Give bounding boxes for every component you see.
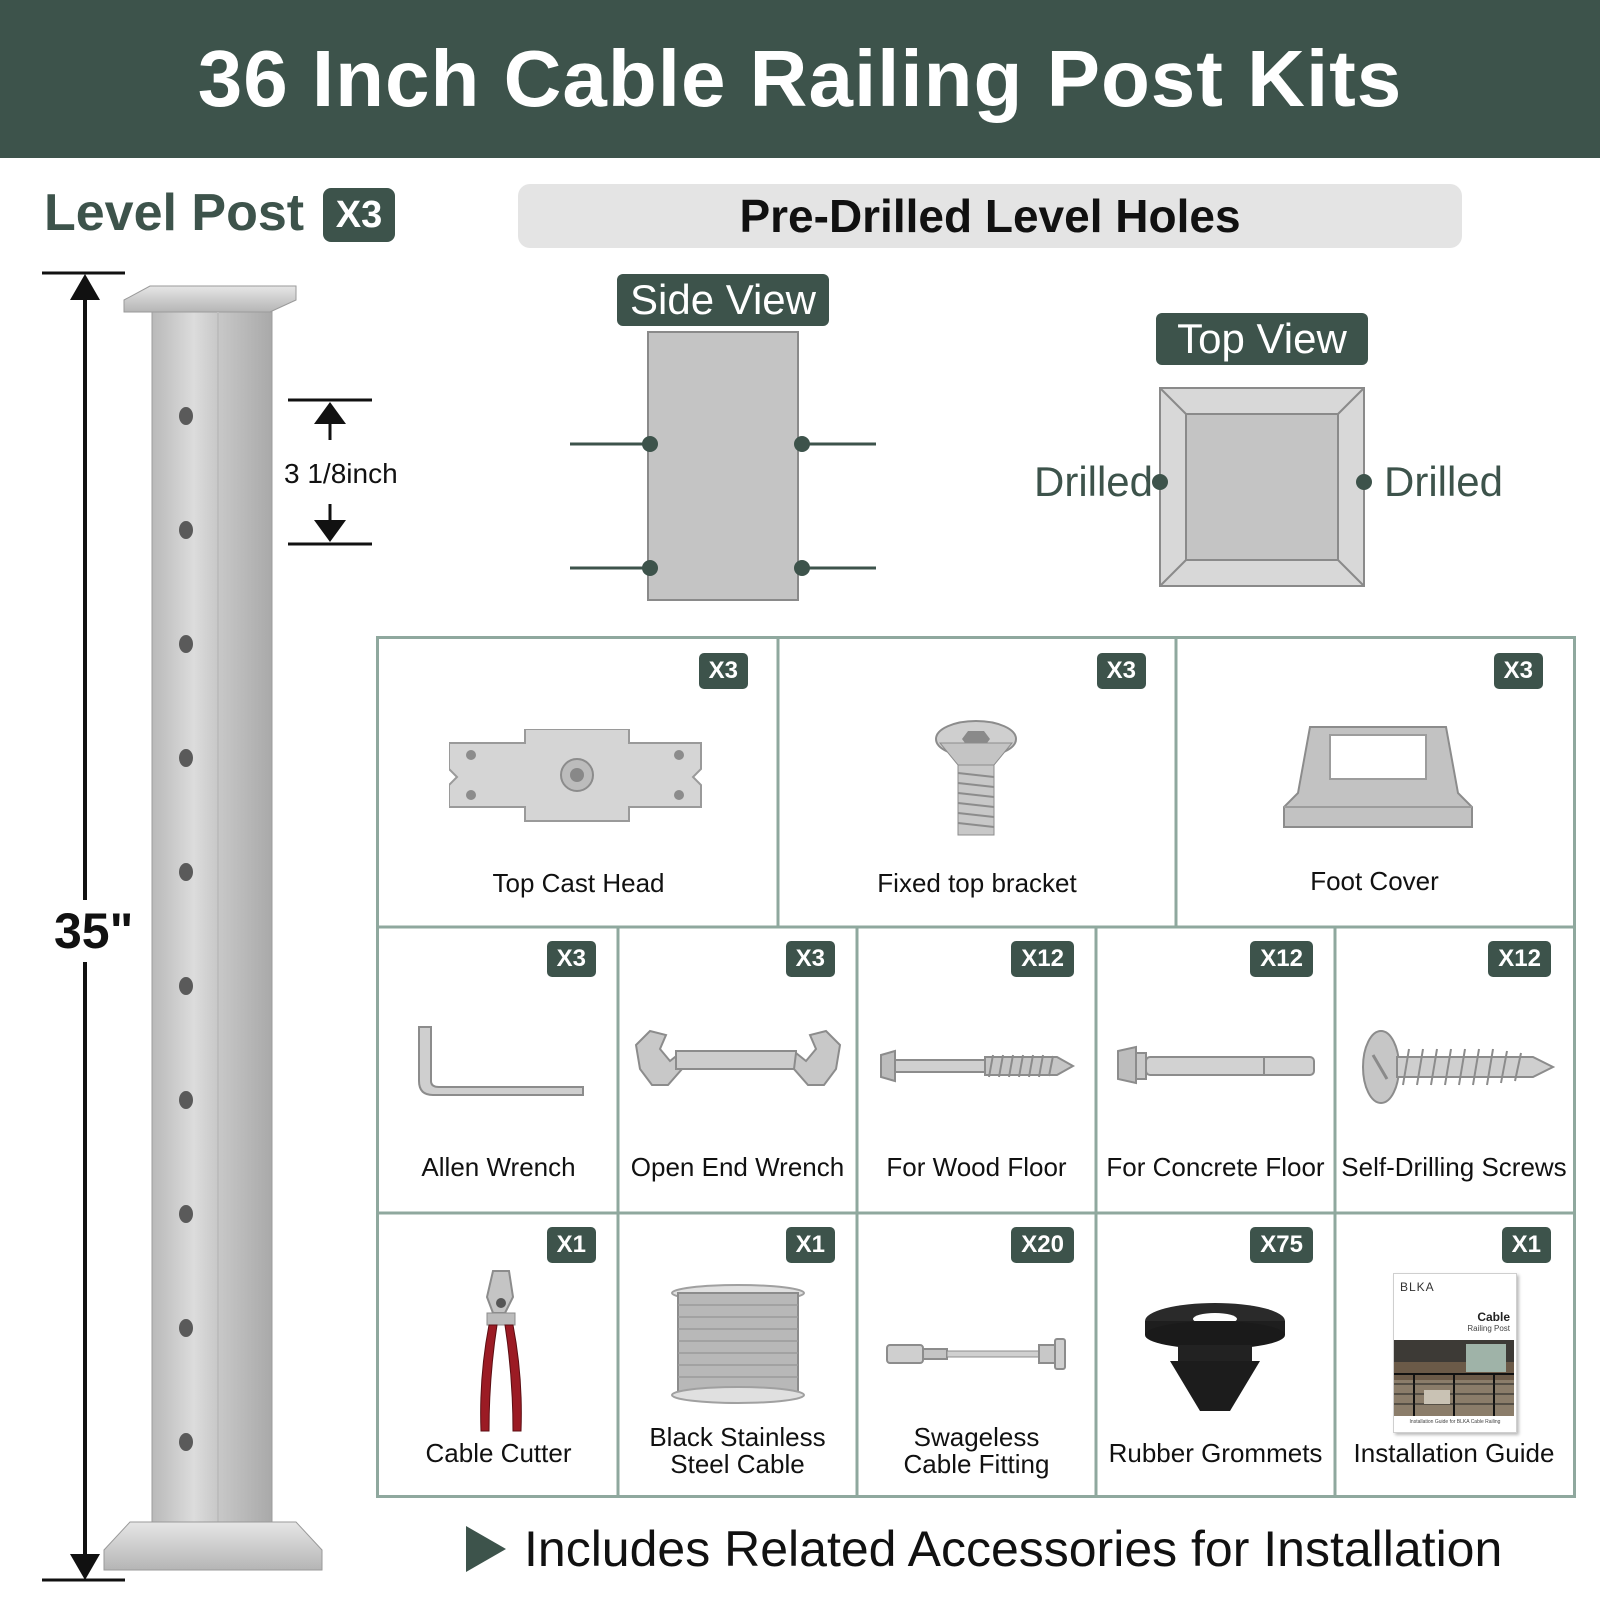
hole-spacing-label: 3 1/8inch [284, 458, 398, 489]
accessory-label-line2: Steel Cable [670, 1449, 805, 1479]
accessory-label-line1: Swageless [913, 1422, 1040, 1452]
lag-screw-icon [880, 1049, 1076, 1083]
predrilled-banner [518, 184, 1462, 248]
quantity-badge: X12 [1011, 941, 1074, 977]
accessory-label: Foot Cover [1310, 866, 1439, 896]
post-height-label: 35" [54, 900, 134, 962]
open-end-wrench-icon [634, 1029, 842, 1086]
guide-subtitle: Railing Post [1467, 1324, 1510, 1333]
top-view-tag: Top View [1156, 313, 1368, 365]
accessory-installation-guide: X1 BLKA Cable Railing Post Installation … [1335, 1213, 1573, 1495]
accessory-self-drilling-screws: X12 Self-Drilling Screws [1335, 927, 1573, 1213]
foot-cover-icon [1283, 726, 1473, 828]
allen-wrench-icon [418, 1026, 584, 1096]
quantity-badge: X12 [1250, 941, 1313, 977]
accessory-allen-wrench: X3 Allen Wrench [379, 927, 618, 1213]
accessory-label: Installation Guide [1353, 1438, 1555, 1468]
accessory-label: Cable Cutter [425, 1438, 572, 1468]
quantity-badge: X1 [785, 1227, 835, 1263]
cable-fitting-icon [886, 1338, 1066, 1370]
level-post-title: Level Post [44, 184, 305, 242]
self-drilling-screw-icon [1362, 1030, 1556, 1104]
guide-brand: BLKA [1400, 1280, 1435, 1294]
screw-icon [935, 720, 1017, 836]
top-view-diagram [1152, 387, 1372, 587]
drilled-right-label: Drilled [1384, 458, 1504, 505]
accessory-label: Open End Wrench [630, 1152, 845, 1182]
page-title: 36 Inch Cable Railing Post Kits [197, 34, 1403, 123]
play-arrow-icon [466, 1526, 506, 1572]
quantity-badge: X3 [1493, 653, 1543, 689]
quantity-badge: X3 [698, 653, 748, 689]
anchor-bolt-icon [1117, 1045, 1315, 1085]
level-post-illustration [42, 271, 372, 1582]
quantity-badge: X12 [1488, 941, 1551, 977]
accessory-label: Allen Wrench [421, 1152, 576, 1182]
quantity-badge: X75 [1250, 1227, 1313, 1263]
accessory-stainless-cable: X1 Black Stainless Steel Cable [618, 1213, 857, 1495]
header-banner [0, 0, 1600, 158]
quantity-badge: X1 [546, 1227, 596, 1263]
guide-footer: Installation Guide for BLKA Cable Railin… [1409, 1419, 1501, 1425]
accessory-label: Rubber Grommets [1108, 1438, 1323, 1468]
rubber-grommet-icon [1145, 1303, 1285, 1411]
accessory-top-cast-head: X3 Top Cast Head [379, 639, 778, 927]
accessory-cable-cutter: X1 Cable Cutter [379, 1213, 618, 1495]
accessory-label-line2: Cable Fitting [903, 1449, 1050, 1479]
quantity-badge: X3 [785, 941, 835, 977]
side-view-diagram [570, 331, 876, 601]
quantity-badge: X3 [546, 941, 596, 977]
cable-spool-icon [671, 1284, 805, 1404]
guide-title: Cable [1477, 1310, 1510, 1324]
drilled-left-label: Drilled [1034, 458, 1154, 505]
level-post-quantity-badge: X3 [323, 188, 395, 242]
quantity-badge: X20 [1011, 1227, 1074, 1263]
accessory-foot-cover: X3 Foot Cover [1176, 639, 1573, 927]
top-cast-head-icon [449, 729, 702, 822]
accessory-concrete-floor-anchor: X12 For Concrete Floor [1096, 927, 1335, 1213]
side-view-tag: Side View [617, 274, 829, 326]
accessory-rubber-grommets: X75 Rubber Grommets [1096, 1213, 1335, 1495]
accessory-label: For Concrete Floor [1106, 1152, 1325, 1182]
accessory-label-line1: Black Stainless [649, 1422, 826, 1452]
accessory-wood-floor-screw: X12 For Wood Floor [857, 927, 1096, 1213]
footer-note: Includes Related Accessories for Install… [524, 1521, 1503, 1577]
quantity-badge: X1 [1501, 1227, 1551, 1263]
accessory-fixed-top-bracket: X3 Fixed top bracket [778, 639, 1176, 927]
accessory-swageless-fitting: X20 Swageless Cable Fitting [857, 1213, 1096, 1495]
accessory-label: Self-Drilling Screws [1341, 1152, 1567, 1182]
quantity-badge: X3 [1096, 653, 1146, 689]
guide-photo [1394, 1340, 1514, 1416]
cable-cutter-icon [480, 1270, 522, 1432]
accessory-open-end-wrench: X3 Open End Wrench [618, 927, 857, 1213]
grid-lines [379, 639, 1573, 1495]
accessory-label: Fixed top bracket [877, 868, 1077, 898]
accessory-label: Top Cast Head [492, 868, 665, 898]
predrilled-title: Pre-Drilled Level Holes [739, 190, 1241, 242]
accessories-grid: X3 Top Cast Head X3 Fixed top bracket X3 [376, 636, 1576, 1498]
installation-guide-icon: BLKA Cable Railing Post Installation Gui… [1393, 1273, 1517, 1433]
accessory-label: For Wood Floor [886, 1152, 1067, 1182]
